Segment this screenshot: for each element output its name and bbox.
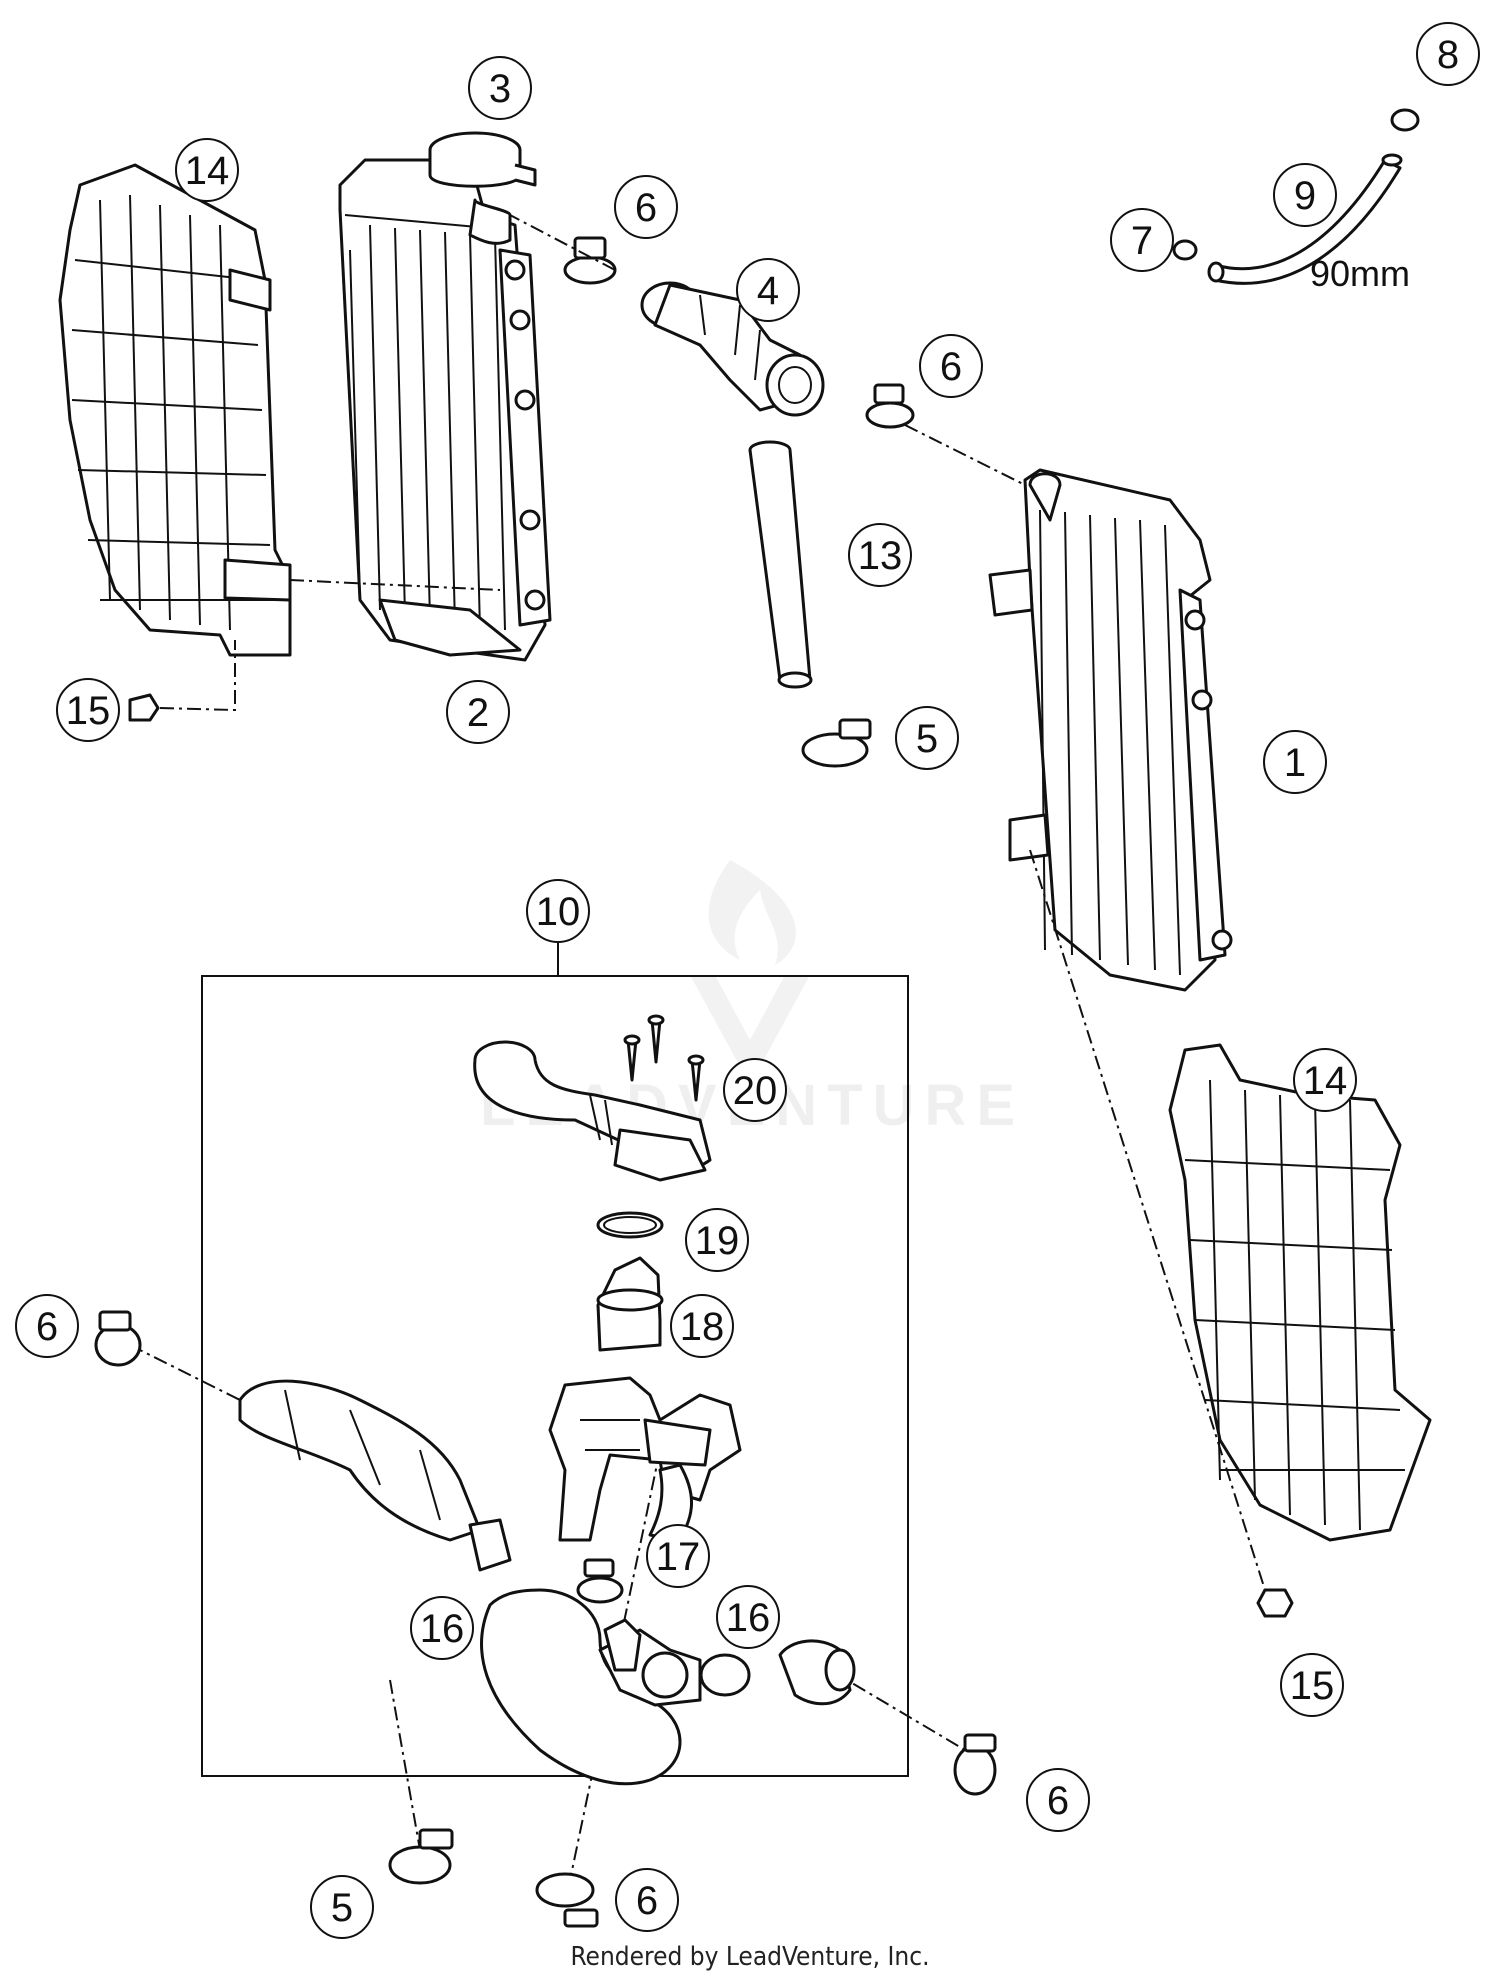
hose-clamp-small-8 — [1390, 108, 1420, 132]
svg-text:15: 15 — [66, 689, 111, 733]
callout-7: 7 — [1110, 208, 1174, 272]
callout-18: 18 — [670, 1294, 734, 1358]
coupling-sleeve-left — [468, 1518, 512, 1572]
svg-text:5: 5 — [331, 1886, 353, 1930]
callouts: 1 2 3 4 5 5 6 6 — [15, 22, 1480, 1939]
callout-6-bottom-right: 6 — [1026, 1768, 1090, 1832]
callout-6-right: 6 — [919, 334, 983, 398]
callout-2: 2 — [446, 680, 510, 744]
hose-clamp-right — [865, 383, 915, 429]
callout-3: 3 — [468, 56, 532, 120]
callout-19: 19 — [685, 1208, 749, 1272]
svg-text:6: 6 — [1047, 1779, 1069, 1823]
callout-13: 13 — [848, 523, 912, 587]
callout-8: 8 — [1416, 22, 1480, 86]
svg-text:7: 7 — [1131, 219, 1153, 263]
svg-text:14: 14 — [1303, 1059, 1348, 1103]
coolant-connector — [640, 281, 825, 417]
thermostat — [596, 1256, 664, 1352]
bolt-left — [128, 693, 160, 722]
callout-16-left: 16 — [410, 1596, 474, 1660]
svg-text:19: 19 — [695, 1219, 740, 1263]
svg-text:17: 17 — [656, 1535, 701, 1579]
svg-text:4: 4 — [757, 269, 779, 313]
callout-4: 4 — [736, 258, 800, 322]
callout-5-bottom: 5 — [310, 1875, 374, 1939]
hose-clamp-center — [576, 1558, 624, 1604]
hose-clamp-top — [563, 236, 617, 285]
hose-length-note: 90mm — [1310, 253, 1410, 294]
svg-text:8: 8 — [1437, 33, 1459, 77]
hose-clamp-middle — [801, 718, 872, 768]
hose-clamp-bottom-center — [535, 1872, 599, 1928]
leader-lines — [129, 214, 1266, 1881]
callout-6-top: 6 — [614, 175, 678, 239]
svg-text:14: 14 — [185, 149, 230, 193]
hose-clamp-lower-right — [953, 1733, 997, 1796]
hose-elbow-right — [778, 1639, 856, 1706]
callout-5-middle: 5 — [895, 706, 959, 770]
callout-20: 20 — [723, 1058, 787, 1122]
screws — [623, 1014, 705, 1102]
svg-text:6: 6 — [635, 186, 657, 230]
callout-14-lower: 14 — [1293, 1048, 1357, 1112]
coolant-tube — [748, 440, 813, 689]
svg-text:18: 18 — [680, 1305, 725, 1349]
kit-group-box — [201, 943, 909, 1777]
svg-text:16: 16 — [726, 1596, 771, 1640]
svg-text:15: 15 — [1290, 1664, 1335, 1708]
thermostat-lower-housing — [548, 1376, 742, 1542]
callout-6-bottom: 6 — [615, 1868, 679, 1932]
callout-16-right: 16 — [716, 1585, 780, 1649]
callout-10: 10 — [526, 879, 590, 943]
svg-text:6: 6 — [636, 1879, 658, 1923]
svg-text:6: 6 — [940, 345, 962, 389]
callout-17: 17 — [646, 1524, 710, 1588]
callout-1: 1 — [1263, 730, 1327, 794]
coupling-sleeve-right — [699, 1653, 751, 1697]
thermostat-housing — [473, 1040, 712, 1182]
svg-text:16: 16 — [420, 1607, 465, 1651]
o-ring — [596, 1211, 664, 1239]
radiator-right — [988, 468, 1233, 992]
breather-hose — [1207, 153, 1403, 285]
svg-text:5: 5 — [916, 717, 938, 761]
svg-text:1: 1 — [1284, 741, 1306, 785]
svg-text:6: 6 — [36, 1305, 58, 1349]
svg-text:3: 3 — [489, 67, 511, 111]
svg-text:13: 13 — [858, 534, 903, 578]
svg-text:20: 20 — [733, 1069, 778, 1113]
svg-text:2: 2 — [467, 691, 489, 735]
callout-14-top: 14 — [175, 138, 239, 202]
render-credit: Rendered by LeadVenture, Inc. — [570, 1942, 929, 1972]
callout-15-left: 15 — [56, 678, 120, 742]
radiator-shroud-right — [1168, 1043, 1432, 1542]
callout-15-right: 15 — [1280, 1653, 1344, 1717]
hose-lower-y — [480, 1588, 702, 1786]
svg-text:9: 9 — [1294, 174, 1316, 218]
bolt-right — [1256, 1588, 1294, 1618]
radiator-left — [338, 158, 552, 662]
hose-clamp-upper-left-kit — [94, 1310, 142, 1367]
callout-9: 9 — [1273, 163, 1337, 227]
hose-clamp-small-7 — [1172, 239, 1198, 261]
radiator-cap — [428, 131, 537, 245]
svg-text:10: 10 — [536, 890, 581, 934]
hose-upper-left — [238, 1379, 482, 1542]
callout-6-left-kit: 6 — [15, 1294, 79, 1358]
hose-clamp-bottom-left — [388, 1828, 454, 1885]
radiator-shroud-left — [58, 163, 292, 657]
